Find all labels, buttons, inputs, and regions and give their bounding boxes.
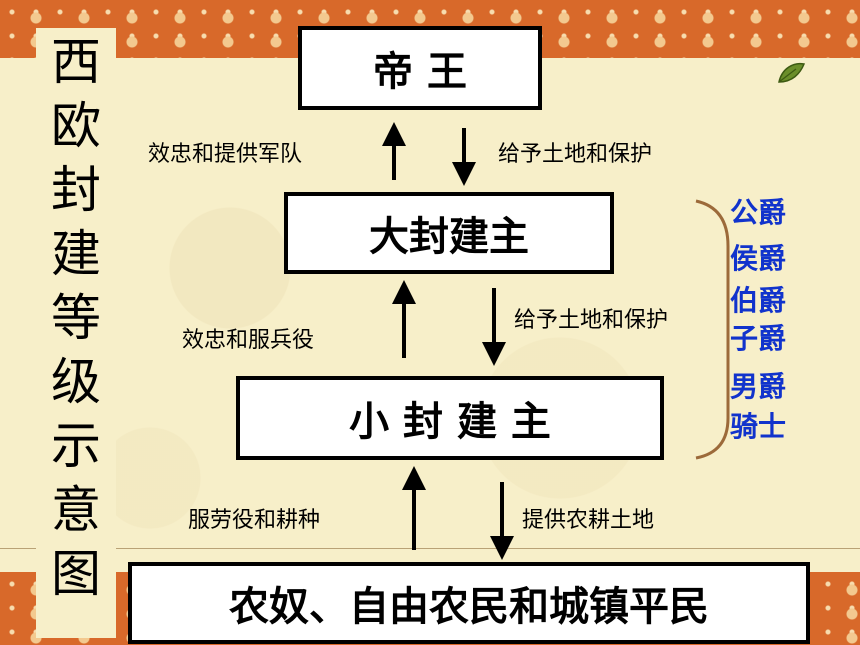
great-lord-label: 大封建主: [369, 214, 529, 260]
title-char: 等: [51, 289, 101, 347]
background-texture: [0, 58, 860, 572]
relation-label-down-1: 给予土地和保护: [498, 142, 653, 167]
lesser-lord-box: 小 封 建 主: [236, 376, 664, 460]
relation-label-down-2: 给予土地和保护: [514, 308, 669, 333]
rank-marquis: 侯爵: [730, 242, 787, 275]
rank-baron: 男爵: [730, 370, 787, 403]
title-char: 建: [51, 225, 101, 283]
rank-duke: 公爵: [730, 196, 787, 229]
commoners-label: 农奴、自由农民和城镇平民: [229, 584, 709, 630]
title-char: 图: [51, 545, 101, 603]
title-char: 西: [51, 33, 101, 91]
lesser-lord-label: 小 封 建 主: [349, 399, 551, 445]
leaf-icon: [778, 62, 806, 83]
rank-knight: 骑士: [730, 410, 787, 443]
relation-label-down-3: 提供农耕土地: [522, 508, 655, 533]
rank-viscount: 子爵: [730, 322, 787, 355]
relation-label-up-3: 服劳役和耕种: [188, 508, 321, 533]
title-char: 示: [51, 417, 101, 475]
title-char: 意: [51, 481, 101, 539]
emperor-label: 帝 王: [373, 49, 467, 95]
title-char: 封: [51, 161, 101, 219]
title-char: 级: [51, 353, 101, 411]
divider-line: [0, 548, 860, 549]
emperor-box: 帝 王: [298, 26, 542, 110]
rank-bracket: [695, 199, 730, 460]
rank-count: 伯爵: [730, 284, 787, 317]
great-lord-box: 大封建主: [284, 192, 614, 274]
title-char: 欧: [51, 97, 101, 155]
commoners-box: 农奴、自由农民和城镇平民: [128, 562, 810, 644]
diagram-title: 西 欧 封 建 等 级 示 意 图: [36, 28, 116, 638]
relation-label-up-2: 效忠和服兵役: [182, 328, 315, 353]
relation-label-up-1: 效忠和提供军队: [148, 142, 303, 167]
